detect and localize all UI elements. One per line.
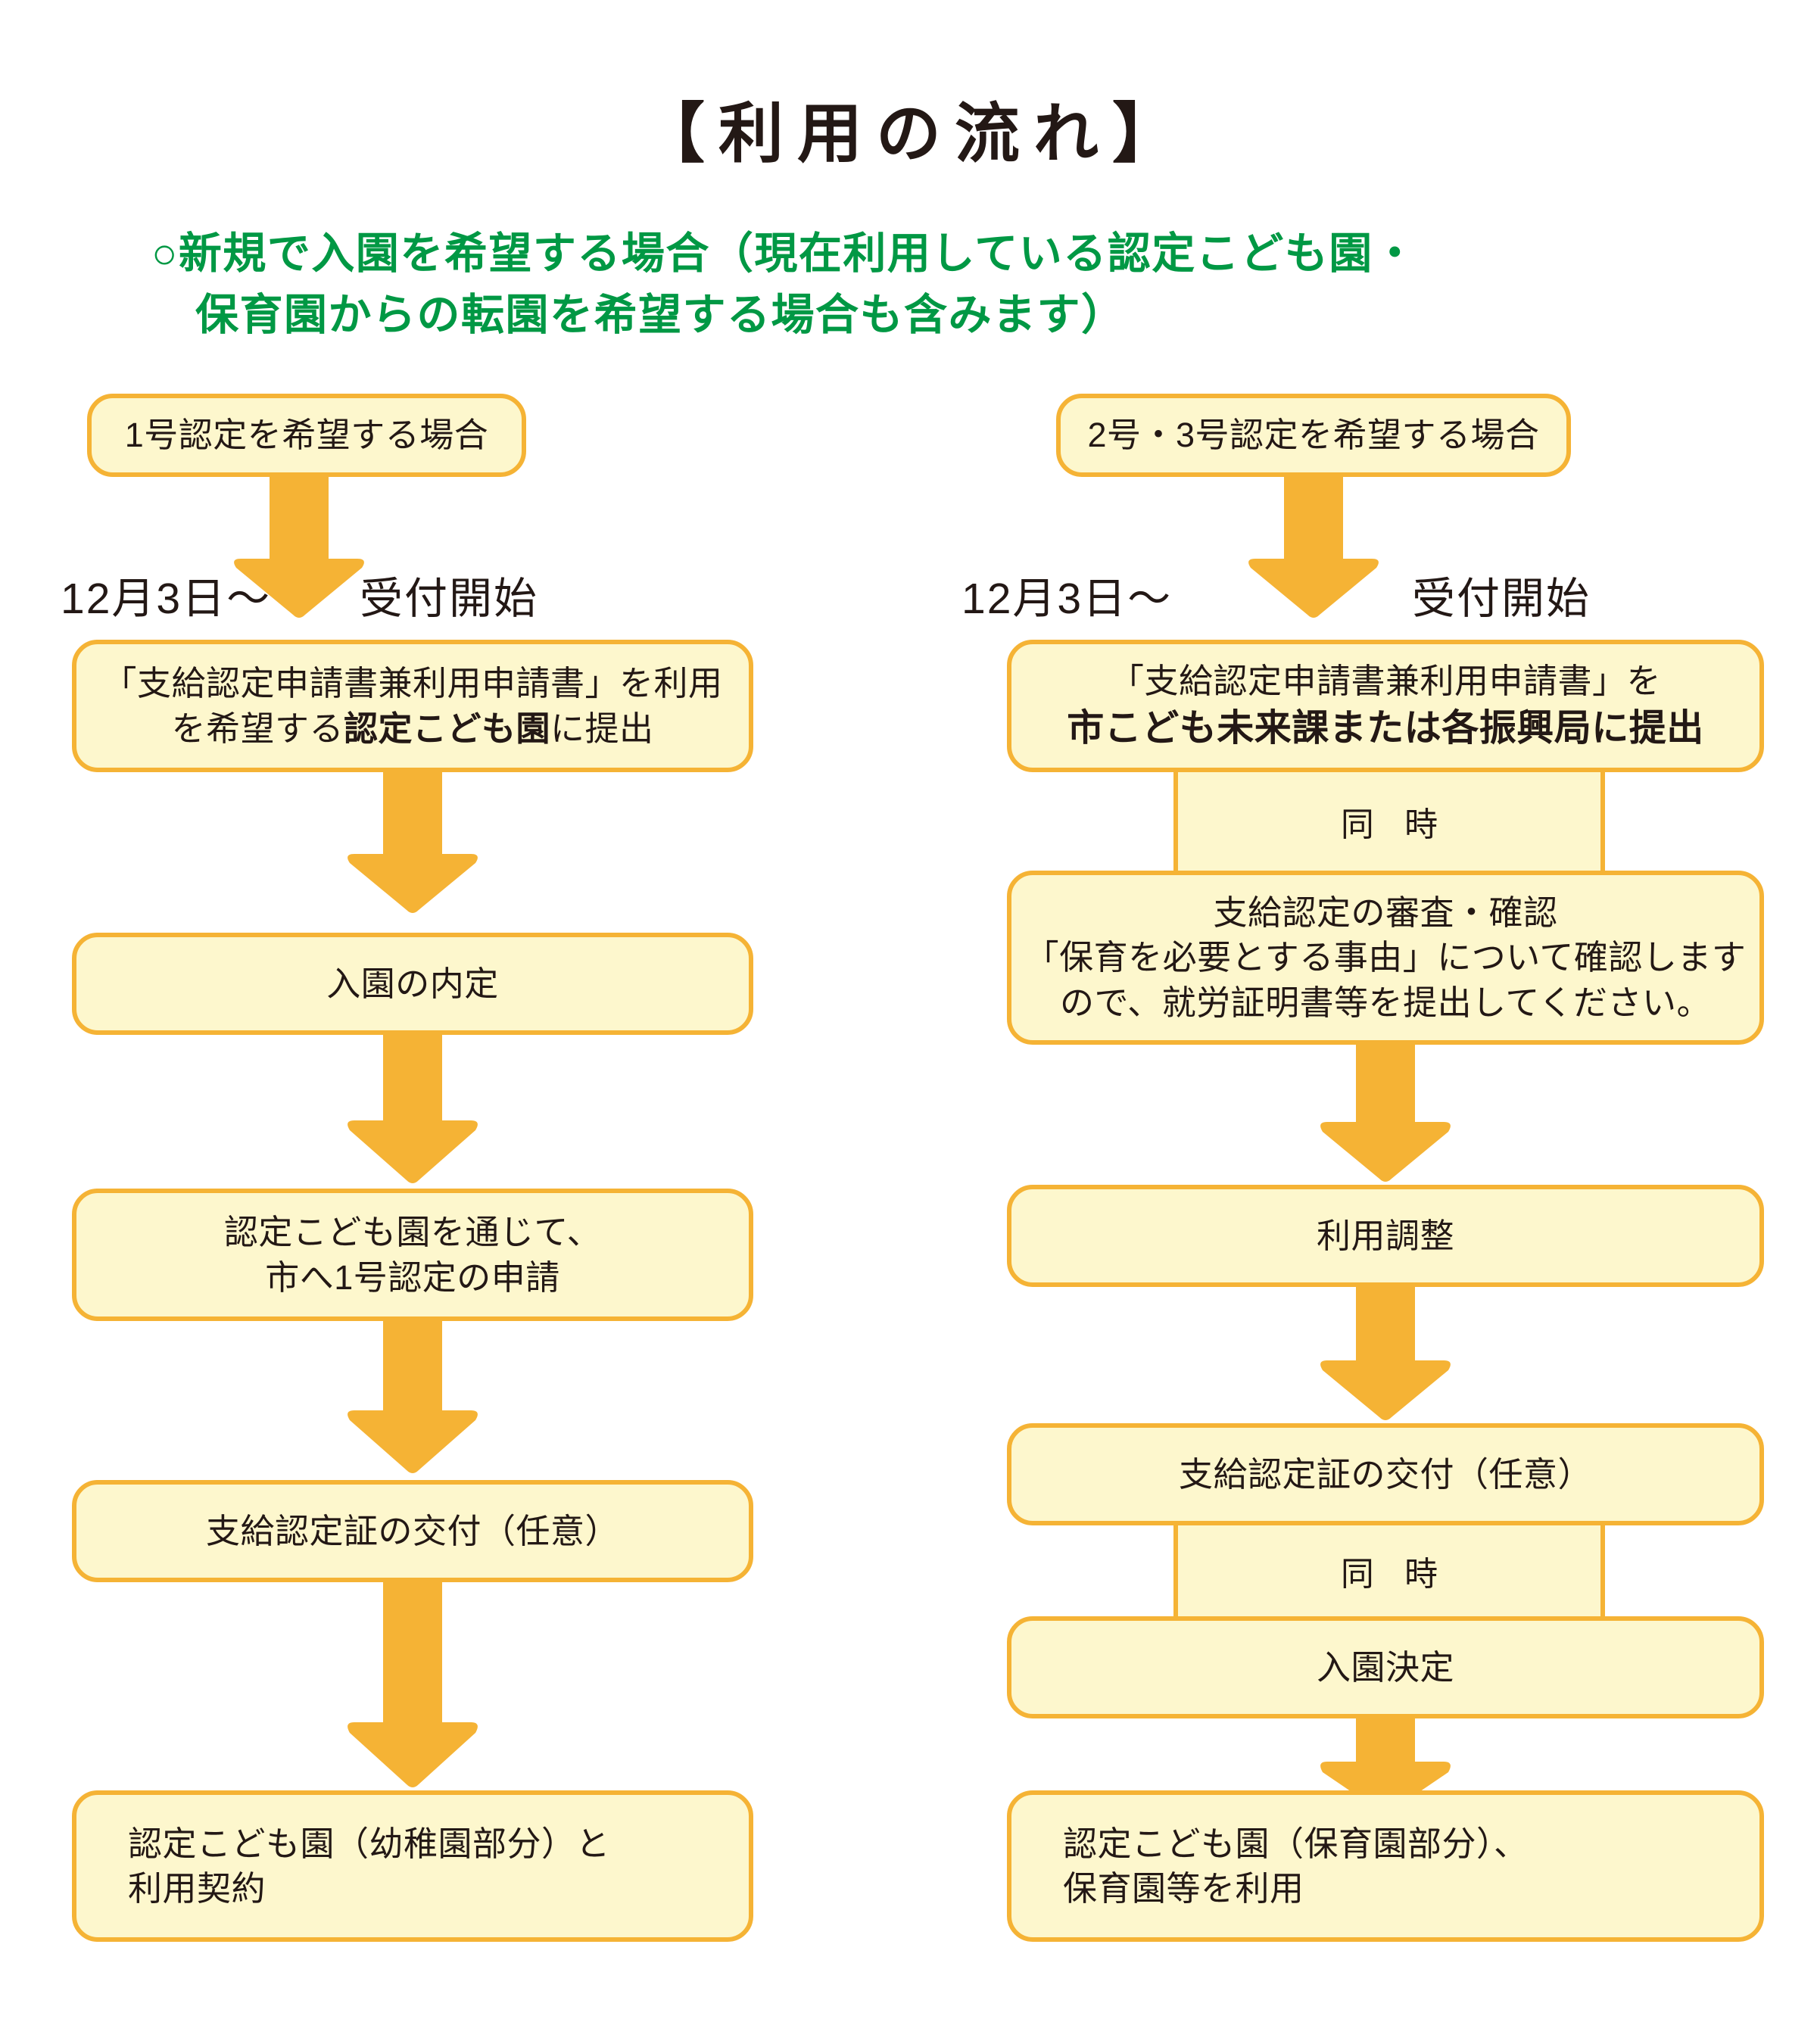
- node-left-step-3[interactable]: 認定こども園を通じて、 市へ1号認定の申請: [72, 1189, 753, 1321]
- simultaneous-connector-1-label: 同 時: [1340, 806, 1449, 843]
- arrow-down-icon: [341, 765, 485, 916]
- node-right-step-6[interactable]: 認定こども園（保育園部分）、 保育園等を利用: [1007, 1790, 1764, 1942]
- node-left-step-3-text: 認定こども園を通じて、 市へ1号認定の申請: [76, 1210, 749, 1300]
- arrow-down-icon: [1314, 1037, 1457, 1185]
- node-left-step-1-line-2-post: に提出: [550, 709, 654, 748]
- node-left-step-2[interactable]: 入園の内定: [72, 933, 753, 1035]
- node-right-step-3[interactable]: 利用調整: [1007, 1185, 1764, 1287]
- node-right-step-6-text: 認定こども園（保育園部分）、 保育園等を利用: [1011, 1821, 1759, 1912]
- simultaneous-connector-2-label: 同 時: [1340, 1556, 1449, 1593]
- node-right-header-label: 2号・3号認定を希望する場合: [1087, 416, 1540, 455]
- node-right-step-5[interactable]: 入園決定: [1007, 1616, 1764, 1718]
- flow-column-left: 1号認定を希望する場合 12月3日～ 受付開始 「支給認定申請書兼利用申請書」を…: [61, 0, 905, 2044]
- node-right-step-2-text: 支給認定の審査・確認 「保育を必要とする事由」について確認します ので、就労証明…: [1011, 890, 1759, 1025]
- simultaneous-connector-1: 同 時: [1173, 768, 1605, 874]
- node-right-step-4-label: 支給認定証の交付（任意）: [1178, 1454, 1592, 1494]
- node-right-step-1[interactable]: 「支給認定申請書兼利用申請書」を 市こども未来課または各振興局に提出: [1007, 640, 1764, 772]
- caption-left-start: 受付開始: [360, 575, 538, 623]
- section-subtitle: ○新規で入園を希望する場合（現在利用している認定こども園・ 保育園からの転園を希…: [151, 223, 1703, 346]
- caption-right-date: 12月3日～: [961, 575, 1173, 623]
- node-right-step-6-line-2: 保育園等を利用: [1063, 1869, 1304, 1908]
- arrow-down-icon: [1242, 469, 1385, 621]
- node-right-step-1-line-1: 「支給認定申請書兼利用申請書」を: [1109, 662, 1661, 701]
- node-left-step-5-line-1: 認定こども園（幼稚園部分）と: [128, 1824, 611, 1863]
- arrow-down-icon: [341, 1571, 485, 1790]
- subtitle-line-1: ○新規で入園を希望する場合（現在利用している認定こども園・: [151, 229, 1418, 278]
- node-right-step-6-line-1: 認定こども園（保育園部分）、: [1063, 1824, 1529, 1863]
- node-left-step-1-line-1: 「支給認定申請書兼利用申請書」を利用: [102, 664, 723, 703]
- arrow-down-icon: [341, 1313, 485, 1476]
- node-left-step-1-text: 「支給認定申請書兼利用申請書」を利用 を希望する認定こども園に提出: [76, 661, 749, 751]
- node-right-step-2[interactable]: 支給認定の審査・確認 「保育を必要とする事由」について確認します ので、就労証明…: [1007, 871, 1764, 1045]
- node-left-step-4-label: 支給認定証の交付（任意）: [205, 1511, 619, 1550]
- node-right-step-1-text: 「支給認定申請書兼利用申請書」を 市こども未来課または各振興局に提出: [1011, 659, 1759, 752]
- node-right-step-5-label: 入園決定: [1316, 1647, 1454, 1687]
- node-right-step-2-line-2: 「保育を必要とする事由」について確認します: [1024, 938, 1747, 977]
- node-left-step-5-text: 認定こども園（幼稚園部分）と 利用契約: [76, 1821, 749, 1912]
- page-title: 【利用の流れ】: [640, 98, 1191, 170]
- node-left-step-3-line-2: 市へ1号認定の申請: [265, 1257, 560, 1297]
- caption-right-start: 受付開始: [1412, 575, 1591, 623]
- node-left-step-1[interactable]: 「支給認定申請書兼利用申請書」を利用 を希望する認定こども園に提出: [72, 640, 753, 772]
- node-left-step-1-line-2-pre: を希望する: [171, 709, 344, 748]
- node-left-step-5[interactable]: 認定こども園（幼稚園部分）と 利用契約: [72, 1790, 753, 1942]
- node-right-step-4[interactable]: 支給認定証の交付（任意）: [1007, 1423, 1764, 1525]
- caption-left-date: 12月3日～: [61, 575, 272, 623]
- simultaneous-connector-2: 同 時: [1173, 1522, 1605, 1620]
- arrow-down-icon: [341, 1024, 485, 1186]
- node-left-step-2-label: 入園の内定: [326, 964, 499, 1003]
- subtitle-line-2: 保育園からの転園を希望する場合も含みます）: [195, 290, 1126, 339]
- node-left-header-label: 1号認定を希望する場合: [124, 416, 489, 455]
- arrow-down-icon: [1314, 1707, 1457, 1817]
- node-right-step-2-line-1: 支給認定の審査・確認: [1213, 893, 1558, 932]
- node-left-header[interactable]: 1号認定を希望する場合: [87, 394, 526, 477]
- node-right-step-1-line-2: 市こども未来課または各振興局に提出: [1067, 707, 1704, 749]
- node-left-step-4[interactable]: 支給認定証の交付（任意）: [72, 1480, 753, 1582]
- node-left-step-3-line-1: 認定こども園を通じて、: [223, 1213, 602, 1252]
- node-left-step-5-line-2: 利用契約: [128, 1869, 266, 1908]
- flow-column-right: 2号・3号認定を希望する場合 12月3日～ 受付開始 「支給認定申請書兼利用申請…: [961, 0, 1817, 2044]
- node-right-step-2-line-3: ので、就労証明書等を提出してください。: [1059, 983, 1711, 1022]
- arrow-down-icon: [227, 469, 371, 621]
- node-left-step-1-line-2-bold: 認定こども園: [343, 709, 550, 748]
- arrow-down-icon: [1314, 1276, 1457, 1423]
- node-right-header[interactable]: 2号・3号認定を希望する場合: [1056, 394, 1571, 477]
- node-right-step-3-label: 利用調整: [1316, 1216, 1454, 1255]
